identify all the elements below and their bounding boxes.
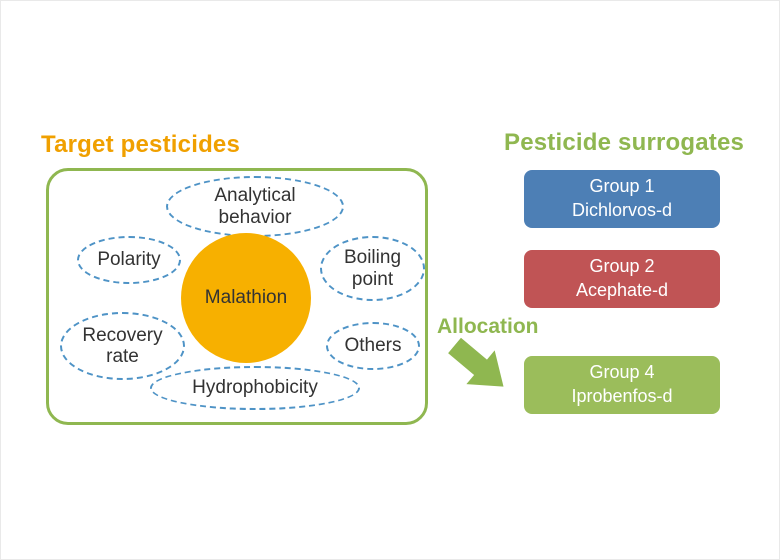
group-4-name: Group 4: [589, 362, 655, 383]
group-1-surrogate: Dichlorvos-d: [571, 200, 673, 220]
target-pesticides-title: Target pesticides: [41, 131, 241, 158]
factor-label-polarity: Polarity: [97, 249, 161, 271]
group-2-surrogate: Acephate-d: [575, 280, 669, 300]
malathion-label: Malathion: [204, 287, 288, 308]
factor-ellipse-others: Others: [326, 322, 420, 370]
factor-ellipse-hydrophobicity: Hydrophobicity: [150, 366, 360, 410]
factor-ellipse-analytical-behavior: Analytical behavior: [166, 176, 344, 237]
group-4-card: Group 4 Iprobenfos-d: [524, 356, 720, 414]
allocation-label: Allocation: [437, 315, 539, 338]
group-1-name: Group 1: [589, 176, 655, 197]
factor-ellipse-polarity: Polarity: [77, 236, 181, 284]
factor-label-others: Others: [344, 335, 402, 357]
allocation-arrow-shape: [448, 337, 504, 387]
factor-label-recovery-rate: Recovery rate: [82, 324, 163, 367]
factor-label-analytical-behavior: Analytical behavior: [214, 185, 296, 228]
group-1-card: Group 1 Dichlorvos-d: [524, 170, 720, 228]
factor-ellipse-boiling-point: Boiling point: [320, 236, 425, 301]
group-2-name: Group 2: [589, 256, 655, 277]
pesticide-surrogates-title: Pesticide surrogates: [504, 129, 745, 156]
group-2-card: Group 2 Acephate-d: [524, 250, 720, 308]
allocation-arrow-icon: [448, 337, 504, 387]
factor-ellipse-recovery-rate: Recovery rate: [60, 312, 185, 380]
malathion-circle: Malathion: [181, 233, 311, 363]
factor-label-boiling-point: Boiling point: [343, 247, 402, 290]
group-4-surrogate: Iprobenfos-d: [571, 386, 673, 406]
factor-label-hydrophobicity: Hydrophobicity: [192, 377, 318, 399]
